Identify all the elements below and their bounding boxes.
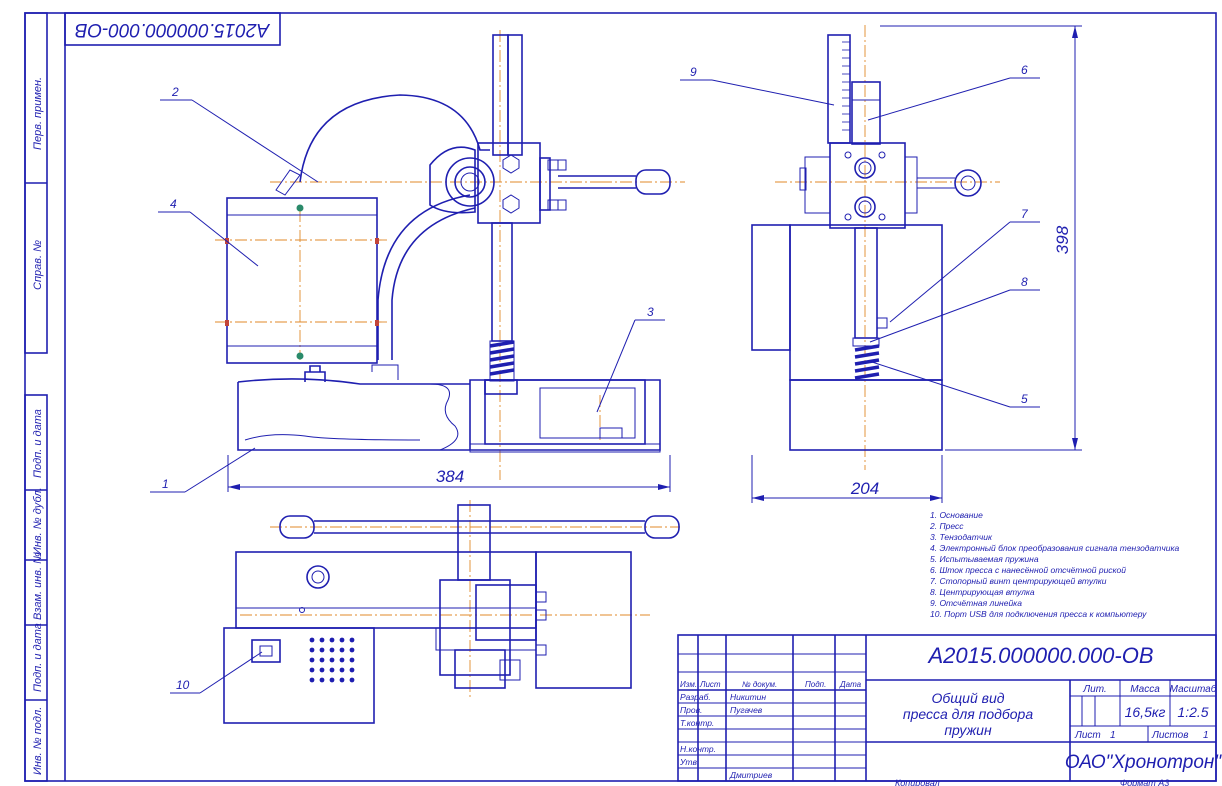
copied-label: Копировал <box>895 778 940 786</box>
role-3: Т.контр. <box>680 718 714 728</box>
organization: ОАО"Хронотрон" <box>1065 752 1222 773</box>
role-1-name: Никитин <box>730 692 766 702</box>
stamp-sign-date-2: Подп. и дата <box>32 623 44 692</box>
legend-item: 5. Испытываемая пружина <box>930 554 1039 564</box>
legend-item: 9. Отсчётная линейка <box>930 598 1022 608</box>
hdr-izm: Изм. <box>680 680 697 689</box>
mass-value: 16,5кг <box>1125 704 1166 720</box>
title-code: А2015.000000.000-ОВ <box>926 643 1153 668</box>
sheet-label: Лист <box>1074 730 1101 741</box>
hdr-sign: Подп. <box>805 680 826 689</box>
role-5: Н.контр. <box>680 744 716 754</box>
top-view <box>223 500 680 724</box>
role-2: Пров. <box>680 705 702 715</box>
stamp-orig-inv: Инв. № подл. <box>32 707 44 775</box>
callout-3: 3 <box>647 305 654 319</box>
role-6-name: Дмитриев <box>729 770 773 780</box>
lit-label: Лит. <box>1082 684 1106 695</box>
parts-legend: 1. Основание 2. Пресс 3. Тензодатчик 4. … <box>929 510 1179 619</box>
callout-5: 5 <box>1021 392 1028 406</box>
callout-9: 9 <box>690 65 697 79</box>
sheets-value: 1 <box>1203 730 1209 741</box>
dim-front-width: 384 <box>436 467 464 486</box>
legend-item: 6. Шток пресса с нанесённой отсчётной ри… <box>930 565 1126 575</box>
stamp-dup-inv: Инв. № дубл. <box>32 487 44 555</box>
role-1: Разраб. <box>680 692 711 702</box>
side-stamp: Перв. примен. Справ. № Подп. и дата Инв.… <box>24 12 48 782</box>
front-view: 384 <box>215 30 685 492</box>
stamp-first-use: Перв. примен. <box>32 77 44 150</box>
mirrored-code: А2015.000000.000-ОВ <box>74 19 270 40</box>
role-2-name: Пугачев <box>730 705 763 715</box>
title-line-2: пресса для подбора <box>903 706 1033 722</box>
scale-value: 1:2.5 <box>1177 704 1208 720</box>
hdr-doc: № докум. <box>742 680 777 689</box>
callout-10: 10 <box>176 678 190 692</box>
callout-7: 7 <box>1021 207 1029 221</box>
mirrored-code-box: А2015.000000.000-ОВ <box>64 12 281 46</box>
stamp-ref-no: Справ. № <box>32 240 44 290</box>
legend-item: 7. Стопорный винт центрирующей втулки <box>930 576 1107 586</box>
format-label: Формат А3 <box>1120 778 1169 786</box>
stamp-replace-inv: Взам. инв. № <box>32 552 44 620</box>
title-line-1: Общий вид <box>932 690 1005 706</box>
callout-1: 1 <box>162 477 169 491</box>
dim-side-width: 204 <box>850 479 879 498</box>
legend-item: 10. Порт USB для подключения пресса к ко… <box>930 609 1147 619</box>
dim-side-height: 398 <box>1053 225 1072 254</box>
title-line-3: пружин <box>944 722 992 738</box>
hdr-list: Лист <box>699 680 721 689</box>
mass-label: Масса <box>1130 684 1160 695</box>
scale-label: Масштаб <box>1170 683 1217 695</box>
stamp-sign-date-1: Подп. и дата <box>32 409 44 478</box>
role-6: Утв. <box>679 757 699 767</box>
callout-2: 2 <box>171 85 179 99</box>
callouts: 1 2 3 4 5 6 7 8 9 10 <box>150 63 1040 694</box>
legend-item: 1. Основание <box>930 510 983 520</box>
callout-6: 6 <box>1021 63 1028 77</box>
sheet-value: 1 <box>1110 730 1116 741</box>
title-block: А2015.000000.000-ОВ Общий вид пресса для… <box>677 634 1222 786</box>
legend-item: 2. Пресс <box>929 521 964 531</box>
legend-item: 8. Центрирующая втулка <box>930 587 1035 597</box>
sheets-label: Листов <box>1151 730 1188 741</box>
callout-4: 4 <box>170 197 177 211</box>
legend-item: 4. Электронный блок преобразования сигна… <box>930 543 1179 553</box>
callout-8: 8 <box>1021 275 1028 289</box>
side-view: 204 398 <box>751 25 1082 503</box>
hdr-date: Дата <box>839 680 862 689</box>
legend-item: 3. Тензодатчик <box>930 532 993 542</box>
